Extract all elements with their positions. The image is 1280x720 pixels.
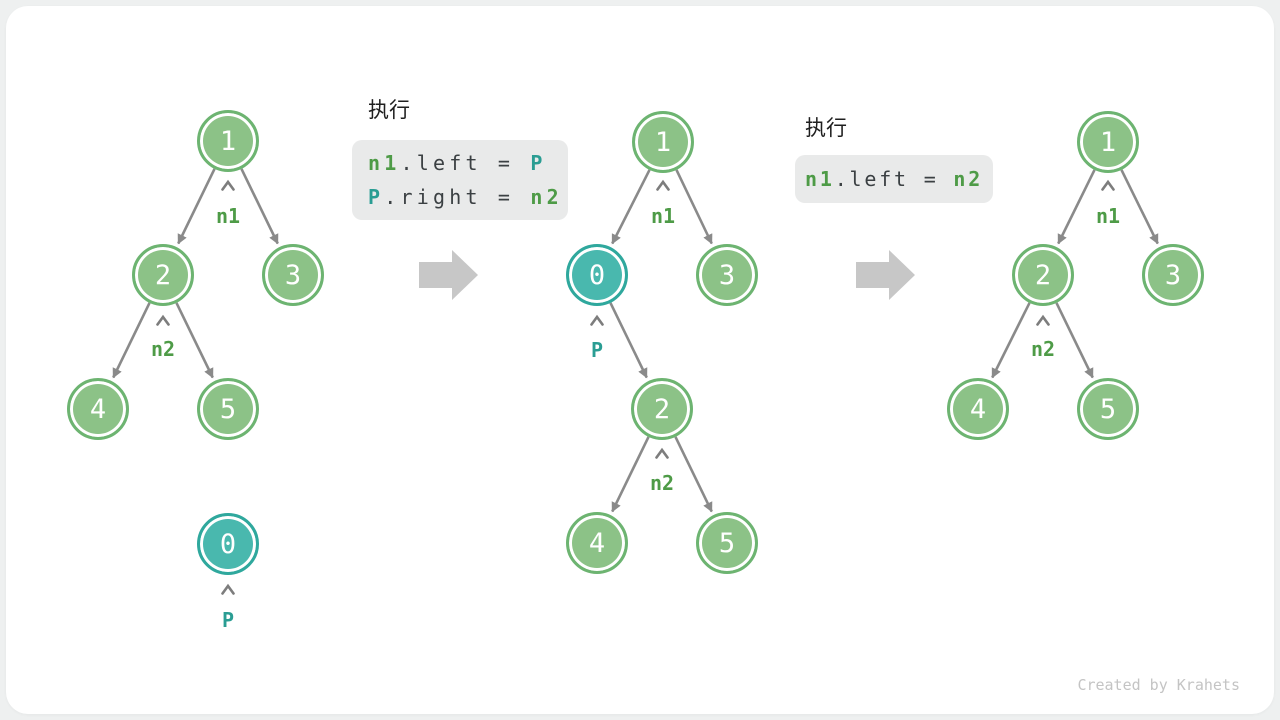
tree1-node: 2: [132, 244, 194, 306]
tree2-node: 3: [696, 244, 758, 306]
pointer-chevron-icon: [221, 179, 235, 191]
exec-label-1: 执行: [368, 98, 410, 122]
tree2-node: 4: [566, 512, 628, 574]
tree1-pointer-n1: n1: [215, 204, 241, 228]
tree1-node-p: 0: [197, 513, 259, 575]
tree-edge: [611, 436, 650, 513]
tree-edge: [177, 168, 216, 245]
code-line: P.right = n2: [368, 180, 559, 214]
code-token-n1: n1: [805, 167, 835, 191]
pointer-chevrons: [156, 179, 1115, 595]
tree-edge: [611, 169, 651, 245]
tree-edge: [991, 302, 1031, 379]
tree-edge: [1057, 169, 1096, 245]
code-box-2: n1.left = n2: [795, 155, 993, 203]
tree-edge: [1055, 302, 1094, 379]
tree3-node: 5: [1077, 378, 1139, 440]
tree-edge: [609, 302, 648, 379]
tree3-node: 2: [1012, 244, 1074, 306]
pointer-chevron-icon: [590, 314, 604, 326]
tree2-node: 2: [631, 378, 693, 440]
tree2-pointer-n2: n2: [649, 471, 675, 495]
code-token: .left =: [834, 167, 954, 191]
tree3-pointer-n1: n1: [1095, 204, 1121, 228]
tree2-pointer-n1: n1: [650, 204, 676, 228]
tree1-node: 1: [197, 110, 259, 172]
step-arrow-icon: [419, 250, 478, 300]
tree3-node: 4: [947, 378, 1009, 440]
tree3-node: 1: [1077, 111, 1139, 173]
pointer-chevron-icon: [221, 583, 235, 595]
tree-edge: [240, 168, 279, 245]
tree2-edges: [609, 169, 713, 513]
code-token-n1: n1: [368, 151, 401, 175]
tree1-edges: [112, 168, 279, 379]
tree2-node-p: 0: [566, 244, 628, 306]
tree2-pointer-p: P: [590, 338, 604, 362]
tree1-node: 3: [262, 244, 324, 306]
step-arrows: [419, 250, 915, 300]
tree-edge: [1120, 169, 1159, 245]
tree-edge: [112, 302, 151, 379]
pointer-chevron-icon: [1101, 179, 1115, 191]
code-token-n2: n2: [530, 185, 563, 209]
code-line: n1.left = P: [368, 146, 552, 180]
code-token-n2: n2: [953, 167, 984, 191]
step-arrow-icon: [856, 250, 915, 300]
tree-edge: [675, 169, 713, 245]
pointer-chevron-icon: [1036, 314, 1050, 326]
tree1-node: 4: [67, 378, 129, 440]
tree3-edges: [991, 169, 1159, 379]
credit-text: Created by Krahets: [1077, 676, 1240, 694]
code-token-p: P: [530, 151, 547, 175]
code-token: .right =: [384, 185, 531, 209]
pointer-chevron-icon: [656, 179, 670, 191]
pointer-chevron-icon: [156, 314, 170, 326]
tree-edge: [175, 302, 214, 379]
pointer-chevron-icon: [655, 447, 669, 459]
code-box-1: n1.left = P P.right = n2: [352, 140, 568, 220]
tree1-pointer-p: P: [221, 608, 235, 632]
code-token-p: P: [368, 185, 385, 209]
tree1-pointer-n2: n2: [150, 337, 176, 361]
exec-label-2: 执行: [805, 116, 847, 140]
tree2-node: 1: [632, 111, 694, 173]
tree1-node: 5: [197, 378, 259, 440]
code-token: .left =: [400, 151, 531, 175]
tree3-node: 3: [1142, 244, 1204, 306]
code-line: n1.left = n2: [805, 162, 983, 196]
tree2-node: 5: [696, 512, 758, 574]
tree3-pointer-n2: n2: [1030, 337, 1056, 361]
tree-edge: [674, 436, 713, 513]
